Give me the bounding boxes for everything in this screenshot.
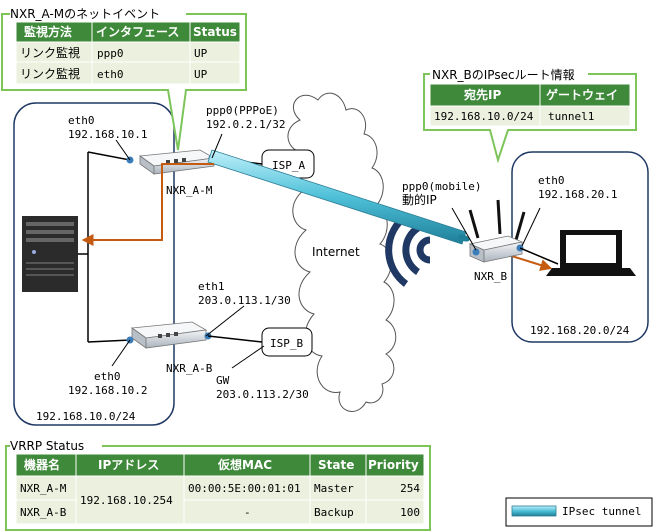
netevent-row1-method: リンク監視 (20, 45, 80, 60)
vrrp-header-state: State (318, 458, 354, 472)
nxr-b-dynamic-ip: 動的IP (402, 192, 437, 207)
ipsec-route-header-gw: ゲートウェイ (546, 87, 618, 102)
laptop-icon (546, 230, 636, 276)
vrrp-header-priority: Priority (368, 458, 419, 472)
nxr-b-eth0-label: eth0 (538, 174, 565, 187)
ipsec-route-callout: NXR_BのIPsecルート情報 宛先IP ゲートウェイ 192.168.10.… (423, 68, 637, 164)
nxr-am-eth0-label: eth0 (68, 114, 95, 127)
gw-ip: 203.0.113.2/30 (216, 388, 309, 401)
vrrp-row2-name: NXR_A-B (20, 506, 67, 519)
netevent-row2-status: UP (194, 68, 208, 81)
eth1-pointer (205, 305, 245, 337)
vrrp-row2-mac: - (244, 506, 251, 519)
nxr-ab-eth1-ip: 203.0.113.1/30 (198, 294, 291, 307)
nxr-ab-name: NXR_A-B (166, 362, 213, 375)
nxr-b-ppp0-port (472, 248, 480, 256)
legend-tunnel-label: IPsec tunnel (562, 505, 641, 518)
nxr-ab-eth0-label: eth0 (94, 370, 121, 383)
nxr-am-eth0-pointer (115, 139, 131, 161)
vrrp-header-ip: IPアドレス (98, 458, 159, 472)
netevent-title: NXR_A-Mのネットイベント (10, 7, 160, 21)
netevent-header-method: 監視方法 (24, 24, 72, 39)
nxr-ab-router-icon (130, 321, 208, 349)
nxr-ab-eth1-label: eth1 (198, 280, 225, 293)
vrrp-row2-state: Backup (314, 506, 354, 519)
nxr-am-ppp0-label: ppp0(PPPoE) (206, 104, 279, 117)
legend-tunnel-swatch (511, 505, 557, 517)
lan-a-label: 192.168.10.0/24 (36, 410, 136, 423)
netevent-row2-method: リンク監視 (20, 66, 80, 81)
ipsec-tunnel (207, 149, 470, 245)
ipsec-route-header-dest: 宛先IP (463, 87, 501, 102)
ipsec-route-title: NXR_BのIPsecルート情報 (432, 68, 575, 82)
nxr-b-ppp0-pointer (451, 207, 477, 251)
nxr-ab-eth0-ip: 192.168.10.2 (68, 384, 147, 397)
vrrp-row2-priority: 100 (400, 506, 420, 519)
vrrp-shared-ip: 192.168.10.254 (80, 494, 173, 507)
nxr-b-eth0-pointer (521, 207, 541, 247)
lan-b-label: 192.168.20.0/24 (530, 324, 630, 337)
nxr-b-router-icon (468, 199, 526, 263)
legend: IPsec tunnel (505, 497, 653, 527)
vrrp-row1-name: NXR_A-M (20, 482, 67, 495)
nxr-b-ppp0-label: ppp0(mobile) (402, 180, 481, 193)
nxr-b-name: NXR_B (474, 270, 507, 283)
netevent-row1-status: UP (194, 47, 208, 60)
vrrp-row1-mac: 00:00:5E:00:01:01 (188, 482, 301, 495)
nxr-am-ppp0-pointer (211, 133, 223, 159)
lan-a-link-top (87, 151, 131, 161)
lan-a-boundary (13, 102, 175, 426)
netevent-row1-interface: ppp0 (97, 47, 124, 60)
vrrp-row1-state: Master (314, 482, 354, 495)
gw-pointer (231, 345, 265, 369)
nxr-am-ppp0-ip: 192.0.2.1/32 (206, 118, 285, 131)
netevent-header-status: Status (193, 25, 237, 39)
ipsec-route-row1-dest: 192.168.10.0/24 (434, 110, 534, 123)
ipsec-route-row1-gw: tunnel1 (548, 110, 594, 123)
server-icon (22, 216, 78, 292)
nxr-b-pc-link (519, 247, 559, 265)
gw-label: GW (216, 374, 230, 387)
vrrp-header-name: 機器名 (24, 457, 60, 472)
nxr-am-router-icon (138, 149, 216, 175)
nxr-ab-eth0-pointer (111, 339, 131, 367)
flow-arrow-to-server (81, 163, 214, 246)
vrrp-status-panel: VRRP Status 機器名 IPアドレス 仮想MAC State Prior… (5, 439, 431, 531)
isp-b-label: ISP_B (270, 337, 303, 350)
netevent-callout: NXR_A-Mのネットイベント 監視方法 インタフェース Status リンク監… (1, 7, 247, 151)
vrrp-row1-priority: 254 (400, 482, 420, 495)
vrrp-header-mac: 仮想MAC (217, 457, 272, 472)
isp-a-label: ISP_A (272, 159, 305, 172)
isp-b-link (207, 335, 263, 343)
nxr-b-eth0-ip: 192.168.20.1 (538, 188, 617, 201)
netevent-row2-interface: eth0 (97, 68, 124, 81)
lan-a-link-bottom (87, 339, 131, 343)
vrrp-title: VRRP Status (10, 439, 84, 453)
internet-label: Internet (312, 245, 360, 259)
netevent-header-interface: インタフェース (96, 25, 179, 39)
nxr-am-eth0-ip: 192.168.10.1 (68, 128, 147, 141)
isp-b-box (261, 327, 313, 357)
nxr-am-name: NXR_A-M (166, 184, 213, 197)
